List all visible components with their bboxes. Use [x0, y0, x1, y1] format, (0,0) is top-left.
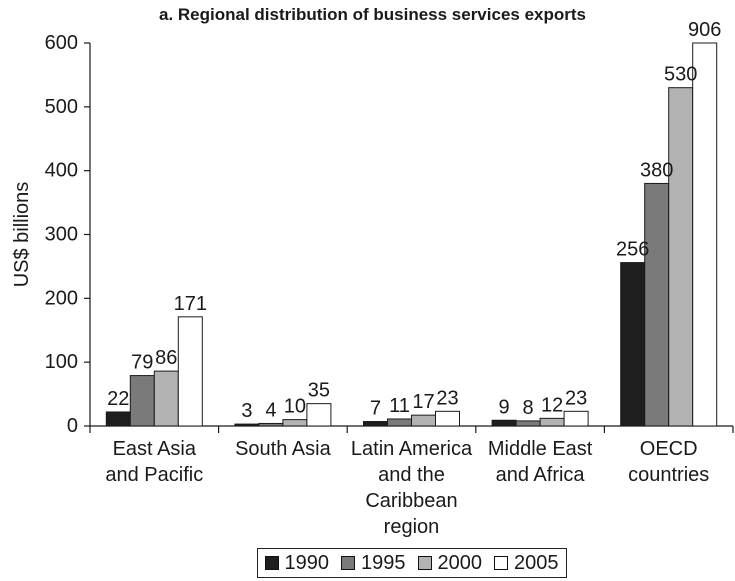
x-category-label: Latin America and the Caribbean region [350, 438, 473, 538]
data-label: 171 [174, 293, 207, 315]
bar-2005 [563, 410, 589, 427]
bar-1990 [363, 421, 388, 427]
bar-1990 [105, 411, 131, 427]
data-label: 3 [241, 400, 252, 422]
bar-2000 [668, 87, 694, 427]
data-label: 86 [155, 347, 177, 369]
data-label: 11 [389, 395, 410, 417]
y-tick-label: 0 [67, 415, 78, 437]
data-label: 8 [523, 397, 534, 419]
legend-swatch [494, 556, 508, 570]
data-label: 4 [265, 399, 276, 421]
bar-1995 [644, 182, 670, 427]
legend-label: 2000 [437, 552, 483, 574]
bar-2005 [692, 42, 718, 427]
bars [105, 42, 718, 427]
data-label: 9 [499, 396, 510, 418]
bar-2000 [411, 414, 436, 427]
bar-1990 [234, 423, 260, 427]
legend-label: 1990 [284, 552, 330, 574]
bar-1995 [258, 422, 284, 427]
data-label: 256 [616, 239, 649, 261]
bar-2005 [177, 316, 203, 427]
x-category-label: East Asia and Pacific [105, 438, 204, 486]
y-tick-label: 400 [45, 160, 78, 182]
data-label: 530 [664, 64, 697, 86]
bar-1990 [620, 262, 646, 427]
legend-label: 1995 [361, 552, 406, 574]
legend-swatch [264, 556, 279, 570]
legend-swatch [341, 556, 355, 570]
x-category-label: Middle East and Africa [487, 438, 593, 486]
data-label: 23 [436, 387, 458, 409]
y-axis-title: US$ billions [11, 182, 33, 288]
y-tick-label: 200 [45, 287, 78, 309]
y-tick-label: 100 [45, 351, 78, 373]
data-label: 12 [541, 394, 563, 416]
bar-1995 [387, 418, 412, 427]
bar-2000 [153, 370, 179, 427]
legend-item: 2000 [417, 552, 483, 574]
data-label: 10 [284, 396, 306, 418]
data-label: 7 [370, 398, 381, 420]
bar-2005 [435, 410, 460, 427]
y-tick-label: 500 [45, 96, 78, 118]
legend-label: 2005 [514, 552, 559, 574]
data-label: 380 [640, 159, 673, 181]
legend-item: 1990 [264, 552, 330, 574]
bar-1995 [515, 420, 541, 427]
y-tick-label: 600 [45, 32, 78, 54]
data-label: 17 [412, 391, 434, 413]
bar-1990 [491, 419, 517, 427]
bar-2005 [306, 403, 332, 427]
data-label: 906 [688, 19, 721, 41]
bar-2000 [539, 417, 565, 427]
legend-swatch [417, 556, 432, 570]
legend: 1990 1995 2000 2005 [256, 548, 567, 578]
y-tick-label: 300 [45, 224, 78, 246]
legend-item: 1995 [341, 552, 406, 574]
x-category-label: OECD countries [628, 438, 710, 486]
data-label: 35 [308, 380, 330, 402]
data-label: 79 [131, 352, 153, 374]
x-category-label: South Asia [235, 438, 331, 460]
data-label: 23 [565, 387, 587, 409]
bar-1995 [129, 375, 155, 427]
bar-2000 [282, 419, 308, 427]
legend-item: 2005 [494, 552, 559, 574]
data-label: 22 [107, 388, 129, 410]
chart-title: a. Regional distribution of business ser… [158, 5, 586, 24]
legend-container: 1990 1995 2000 2005 [90, 548, 733, 578]
